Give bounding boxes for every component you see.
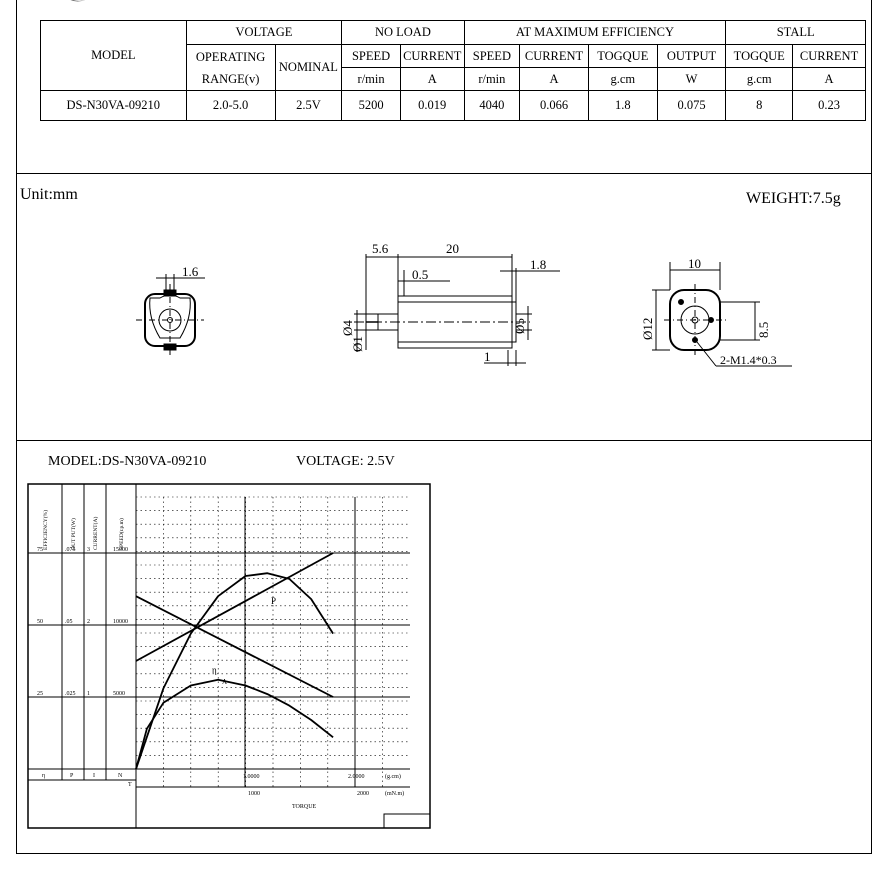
scale-label: 10000	[113, 619, 128, 625]
dim-screw: 2-M1.4*0.3	[720, 353, 777, 367]
sheet-border	[16, 0, 872, 854]
header-no-load: NO LOAD	[341, 20, 465, 45]
x-axis-label: TORQUE	[292, 804, 317, 810]
axis-header: CURRENT(A)	[92, 517, 99, 550]
scale-label: 2	[87, 619, 90, 625]
unit-st-torque: g.cm	[725, 67, 794, 91]
scale-label: 75	[37, 547, 43, 553]
header-st-current: CURRENT	[792, 44, 866, 68]
scale-label: 25	[37, 691, 43, 697]
axis-header: OUT PUT(W)	[70, 518, 77, 550]
unit-label: Unit:mm	[20, 186, 78, 203]
cell-me-torque: 1.8	[587, 90, 658, 121]
header-model: MODEL	[40, 20, 187, 91]
x-tick-label: 1000	[248, 791, 260, 797]
dim-boss: 0.5	[412, 267, 428, 282]
dim-shaft-dia: Ø1	[350, 336, 365, 352]
dim-rear-dia: Ø12	[640, 318, 655, 340]
axis-header: SPEED(r.p.m)	[118, 518, 125, 550]
x-unit-label: (g.cm)	[385, 773, 401, 780]
voltage-label: VOLTAGE: 2.5V	[296, 454, 395, 469]
curve-N	[135, 595, 334, 698]
scale-label: 1	[87, 691, 90, 697]
unit-nl-current: A	[399, 67, 465, 91]
x-unit-label: (mN.m)	[385, 790, 404, 797]
dim-terminal-width: 1	[484, 349, 491, 364]
axis-symbol: I	[93, 773, 95, 779]
header-me-speed: SPEED	[463, 44, 521, 68]
cell-nominal: 2.5V	[274, 90, 343, 121]
unit-me-speed: r/min	[463, 67, 521, 91]
axis-symbol: η	[42, 773, 45, 779]
cell-model: DS-N30VA-09210	[40, 90, 187, 121]
cell-nl-current: 0.019	[399, 90, 465, 121]
scale-columns	[28, 484, 410, 828]
x-tick-label: 2000	[357, 791, 369, 797]
scale-label: 3	[87, 547, 90, 553]
header-me-current: CURRENT	[519, 44, 589, 68]
scale-label: .025	[65, 691, 76, 697]
x-tick-label: 2.0000	[348, 774, 365, 780]
dim-terminal: 1.8	[530, 257, 546, 272]
header-voltage: VOLTAGE	[185, 20, 343, 45]
curve-label-power: P	[271, 596, 276, 606]
x-tick-label: 1.0000	[243, 774, 260, 780]
axis-symbol: P	[70, 773, 74, 779]
curve-I	[135, 552, 334, 662]
dim-body-length: 20	[446, 241, 459, 256]
origin-label: T	[128, 782, 132, 788]
dim-rear-width: 10	[688, 256, 701, 271]
cell-operating-range: 2.0-5.0	[185, 90, 276, 121]
cell-me-current: 0.066	[519, 90, 589, 121]
logo-fragment	[70, 0, 85, 2]
weight-label: WEIGHT:7.5g	[746, 190, 841, 207]
dim-front-gap: 1.6	[182, 264, 199, 279]
chart-frame	[27, 483, 431, 829]
header-nominal: NOMINAL	[274, 44, 343, 91]
dim-body-dia: Ø5	[512, 318, 527, 334]
cell-me-output: 0.075	[656, 90, 727, 121]
scale-label: 15000	[113, 547, 128, 553]
unit-me-torque: g.cm	[587, 67, 658, 91]
rear-view	[652, 262, 792, 367]
curve-η	[135, 678, 334, 770]
chart-title-block	[383, 813, 431, 829]
axis-symbol: N	[118, 773, 123, 779]
scale-label: .05	[65, 619, 73, 625]
axis-header: EFFICIENCY(%)	[42, 510, 49, 550]
header-me-output: OUTPUT	[656, 44, 727, 68]
front-view	[136, 274, 205, 356]
header-stall: STALL	[725, 20, 866, 45]
dim-rear-height: 8.5	[756, 322, 771, 338]
curve-label-current: A	[222, 678, 227, 686]
scale-label: .075	[65, 547, 76, 553]
spec-table: MODEL VOLTAGE NO LOAD AT MAXIMUM EFFICIE…	[40, 20, 866, 121]
cell-me-speed: 4040	[463, 90, 521, 121]
section-divider-2	[16, 440, 872, 441]
scale-label: 5000	[113, 691, 125, 697]
header-nl-current: CURRENT	[399, 44, 465, 68]
section-divider-1	[16, 173, 872, 174]
model-label: MODEL:DS-N30VA-09210	[48, 454, 207, 469]
cell-st-current: 0.23	[792, 90, 866, 121]
side-view	[354, 254, 560, 366]
dim-shaft-length: 5.6	[372, 241, 389, 256]
dim-boss-dia: Ø4	[340, 320, 355, 336]
curve-P	[135, 572, 334, 770]
curve-label-efficiency: η	[212, 665, 217, 675]
cell-nl-speed: 5200	[341, 90, 401, 121]
scale-label: 50	[37, 619, 43, 625]
dimension-drawing: 1.6 5.6 20 0.5 1.8 Ø4 Ø1 Ø5 1 10 Ø12 8.5…	[136, 241, 792, 367]
